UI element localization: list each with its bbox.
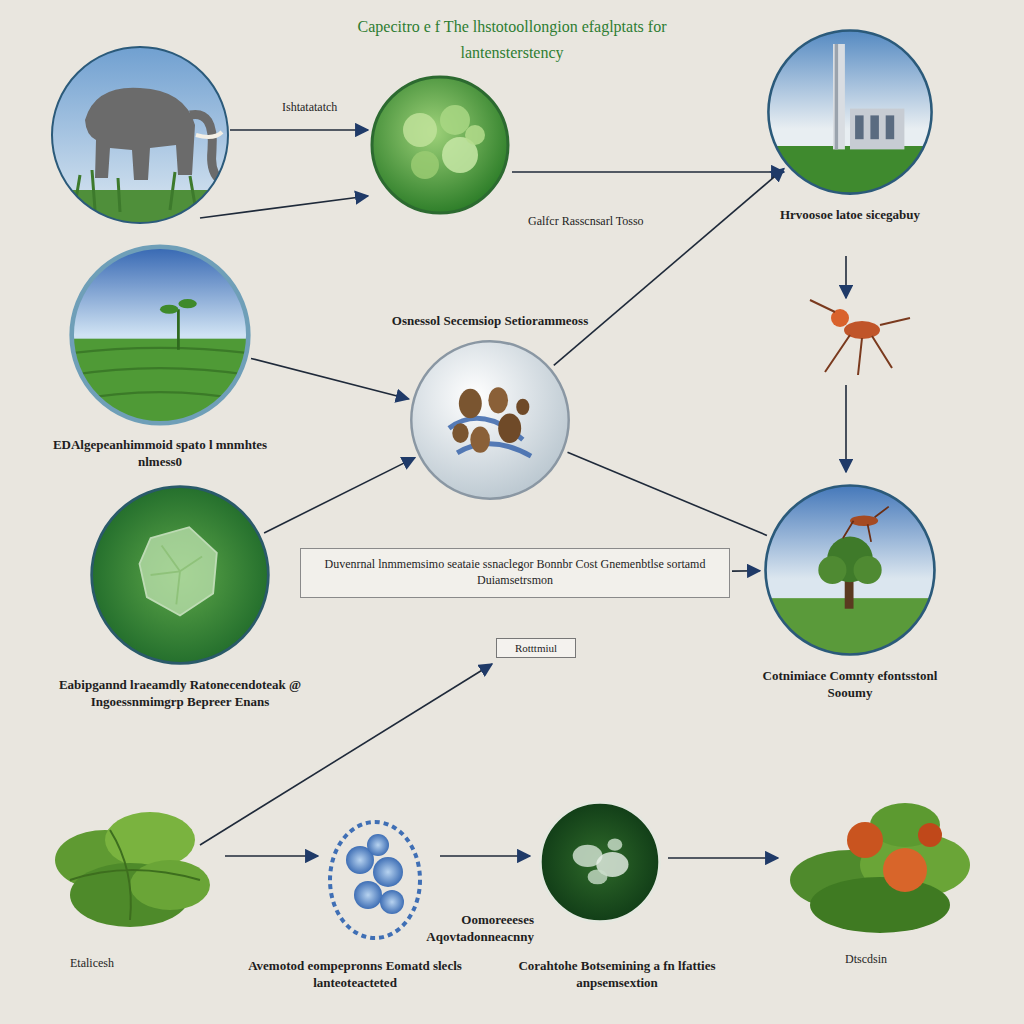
illustration-circle: Oomoreeeses Aqovtadonneacnny bbox=[538, 800, 662, 924]
connector-arrow bbox=[554, 169, 784, 366]
cell-circle bbox=[372, 77, 508, 213]
blue-molecule bbox=[330, 822, 420, 938]
text-label: Etalicesh bbox=[70, 956, 180, 972]
box-text: Duvenrnal lnmmemsimo seataie ssnaclegor … bbox=[313, 557, 717, 588]
node-label: Hrvoosoe latoe sicegabuy bbox=[755, 207, 945, 224]
connector-arrow bbox=[568, 452, 767, 535]
text-label: Galfcr Rasscnsarl Tosso bbox=[528, 214, 693, 230]
circle-outline bbox=[88, 483, 272, 667]
node-caption: Cotnimiace Comnty efontsstonl Sooumy bbox=[740, 668, 960, 702]
connector-arrow bbox=[264, 458, 415, 533]
text-label: Ishtatatatch bbox=[282, 100, 392, 116]
illustration-circle: Cotnimiace Comnty efontsstonl Sooumy bbox=[762, 482, 938, 658]
text-box: Duvenrnal lnmmemsimo seataie ssnaclegor … bbox=[300, 548, 730, 598]
leaf-cluster bbox=[55, 812, 210, 927]
node-label: Oomoreeeses Aqovtadonneacnny bbox=[394, 912, 534, 946]
flow-arrows bbox=[200, 130, 846, 858]
illustration-circle: Hrvoosoe latoe sicegabuy bbox=[765, 27, 935, 197]
illustration-circle: Osnessol Secemsiop Setiorammeoss bbox=[408, 338, 572, 502]
node-caption: Eabipgannd lraeamdly Ratonecendoteak @ I… bbox=[35, 677, 325, 711]
boxed-label: Rotttmiul bbox=[496, 638, 576, 658]
node-label: Eabipgannd lraeamdly Ratonecendoteak @ I… bbox=[35, 677, 325, 711]
illustration-circle: EDAlgepeanhimmoid spato l mnmhtes nlmess… bbox=[68, 243, 252, 427]
text-label: Corahtohe Botsemining a fn lfatties anps… bbox=[492, 958, 742, 992]
circle-outline bbox=[408, 338, 572, 502]
node-label: Cotnimiace Comnty efontsstonl Sooumy bbox=[740, 668, 960, 702]
text-label: Dtscdsin bbox=[845, 952, 955, 968]
insect-figure bbox=[810, 300, 910, 375]
node-caption: Oomoreeeses Aqovtadonneacnny bbox=[394, 912, 534, 946]
diagram-title: Capecitro e f The lhstotoollongion efagl… bbox=[352, 14, 672, 65]
circle-outline bbox=[68, 243, 252, 427]
node-label: Osnessol Secemsiop Setiorammeoss bbox=[370, 313, 610, 330]
illustration-circle: Eabipgannd lraeamdly Ratonecendoteak @ I… bbox=[88, 483, 272, 667]
elephant-circle bbox=[50, 45, 230, 230]
node-caption: Hrvoosoe latoe sicegabuy bbox=[755, 207, 945, 224]
circle-outline bbox=[538, 800, 662, 924]
circle-outline bbox=[762, 482, 938, 658]
text-label: Avemotod eompepronns Eomatd slecls lante… bbox=[225, 958, 485, 992]
connector-arrow bbox=[732, 570, 760, 572]
node-caption: EDAlgepeanhimmoid spato l mnmhtes nlmess… bbox=[35, 437, 285, 471]
circle-outline bbox=[765, 27, 935, 197]
fruit-plant bbox=[790, 803, 970, 933]
node-caption: Osnessol Secemsiop Setiorammeoss bbox=[370, 313, 610, 330]
connector-arrow bbox=[251, 358, 409, 399]
node-label: EDAlgepeanhimmoid spato l mnmhtes nlmess… bbox=[35, 437, 285, 471]
